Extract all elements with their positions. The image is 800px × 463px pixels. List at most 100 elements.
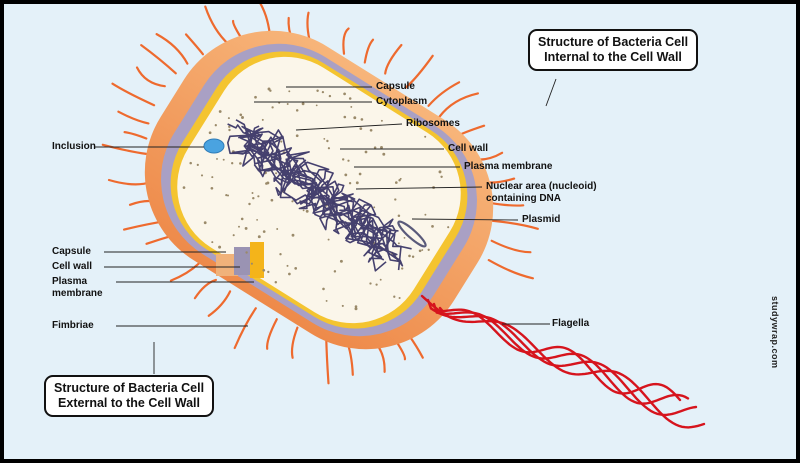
- fimbria: [405, 54, 434, 89]
- fimbria: [193, 278, 217, 300]
- ribosome-dot: [353, 116, 357, 120]
- ribosome-dot: [225, 194, 228, 197]
- ribosome-dot: [275, 172, 278, 175]
- label-nuclear-area-line2: containing DNA: [486, 193, 561, 204]
- ribosome-dot: [276, 228, 279, 230]
- label-fimbriae: Fimbriae: [52, 320, 94, 331]
- ribosome-dot: [227, 117, 230, 120]
- ribosome-dot: [205, 273, 208, 275]
- ribosome-dot: [244, 226, 248, 230]
- ribosome-dot: [375, 283, 378, 286]
- ribosome-dot: [354, 307, 358, 311]
- fimbria: [363, 38, 375, 64]
- dna-strand: [241, 125, 412, 258]
- ribosome-dot: [271, 106, 274, 109]
- ribosome-dot: [348, 97, 352, 100]
- plasmid: [397, 220, 427, 248]
- ribosome-dot: [327, 147, 331, 150]
- ribosome-dot: [267, 270, 270, 274]
- ribosome-dot: [183, 276, 187, 280]
- ribosome-dot: [325, 299, 328, 302]
- inclusion-body: [203, 138, 225, 154]
- ribosome-dot: [200, 174, 204, 177]
- ribosome-dot: [431, 225, 434, 228]
- ribosome-dot: [211, 241, 214, 244]
- ribosome-dot: [214, 124, 217, 127]
- ribosome-dot: [424, 135, 427, 138]
- ribosome-dot: [369, 282, 372, 285]
- fimbria: [266, 318, 278, 350]
- ribosome-dot: [208, 131, 212, 135]
- ribosome-dot: [394, 181, 398, 184]
- bacteria-cell-diagram: [94, 4, 706, 429]
- ribosome-dot: [231, 162, 234, 165]
- ribosome-dot: [257, 195, 260, 198]
- fimbria: [342, 27, 350, 55]
- cutaway-membrane: [250, 242, 264, 278]
- ribosome-dot: [339, 259, 343, 263]
- ribosome-dot: [438, 170, 442, 174]
- ribosome-dot: [294, 267, 298, 270]
- ribosome-dot: [380, 145, 383, 149]
- ribosome-dot: [344, 173, 348, 177]
- ribosome-dot: [343, 115, 347, 119]
- fimbria: [325, 334, 330, 385]
- ribosome-dot: [239, 113, 243, 117]
- fimbria: [184, 33, 204, 56]
- ribosome-dot: [256, 219, 258, 221]
- ribosome-dot: [218, 110, 222, 113]
- label-capsule-left: Capsule: [52, 246, 91, 257]
- ribosome-dot: [240, 217, 244, 221]
- fimbria: [169, 262, 200, 282]
- label-flagella: Flagella: [552, 318, 590, 329]
- fimbria: [490, 219, 539, 230]
- ribosome-dot: [247, 301, 250, 304]
- ribosome-dot: [321, 90, 325, 94]
- ribosome-dot: [280, 140, 283, 143]
- ribosome-dot: [254, 95, 257, 99]
- label-plasma-membrane-left-line1: Plasma: [52, 276, 88, 287]
- label-cell-wall-right: Cell wall: [448, 143, 489, 154]
- ribosome-dot: [248, 202, 251, 206]
- leader-lines: [94, 78, 557, 374]
- label-capsule-right: Capsule: [376, 81, 415, 92]
- ribosome-dot: [288, 272, 291, 276]
- ribosome-dot: [424, 213, 427, 216]
- ribosome-dot: [266, 181, 270, 185]
- ribosome-dot: [189, 161, 192, 165]
- ribosome-dot: [279, 253, 282, 256]
- ribosome-dot: [333, 270, 337, 273]
- ribosome-dot: [274, 281, 278, 284]
- fimbria: [140, 44, 177, 75]
- ribosome-dot: [262, 268, 266, 272]
- label-nuclear-area-line1: Nuclear area (nucleoid): [486, 181, 597, 192]
- callout-external-line2: External to the Cell Wall: [58, 396, 200, 410]
- ribosome-dot: [393, 295, 396, 298]
- ribosome-dot: [291, 233, 295, 237]
- ribosome-dot: [238, 225, 240, 228]
- ribosome-dot: [211, 176, 214, 179]
- ribosome-dot: [210, 186, 214, 190]
- ribosome-dot: [244, 300, 247, 303]
- ribosome-dot: [343, 92, 346, 96]
- ribosome-dot: [226, 194, 230, 197]
- ribosome-dot: [354, 305, 358, 308]
- ribosome-dot: [369, 128, 373, 132]
- callout-internal-line1: Structure of Bacteria Cell: [538, 35, 689, 49]
- label-plasmid: Plasmid: [522, 214, 561, 225]
- ribosome-dot: [421, 249, 424, 251]
- watermark: studywrap.com: [770, 296, 780, 369]
- ribosome-dot: [241, 116, 244, 119]
- fimbria: [384, 43, 403, 75]
- label-plasma-membrane-left-line2: membrane: [52, 288, 103, 299]
- ribosome-dot: [447, 226, 450, 229]
- callout-internal-line2: Internal to the Cell Wall: [544, 50, 682, 64]
- ribosome-dot: [341, 158, 345, 161]
- ribosome-dot: [360, 118, 364, 121]
- ribosome-dot: [350, 105, 353, 108]
- ribosome-dot: [196, 163, 199, 167]
- ribosome-dot: [316, 89, 319, 93]
- ribosome-dot: [408, 254, 411, 258]
- ribosome-dot: [305, 209, 309, 213]
- ribosome-dot: [440, 175, 443, 178]
